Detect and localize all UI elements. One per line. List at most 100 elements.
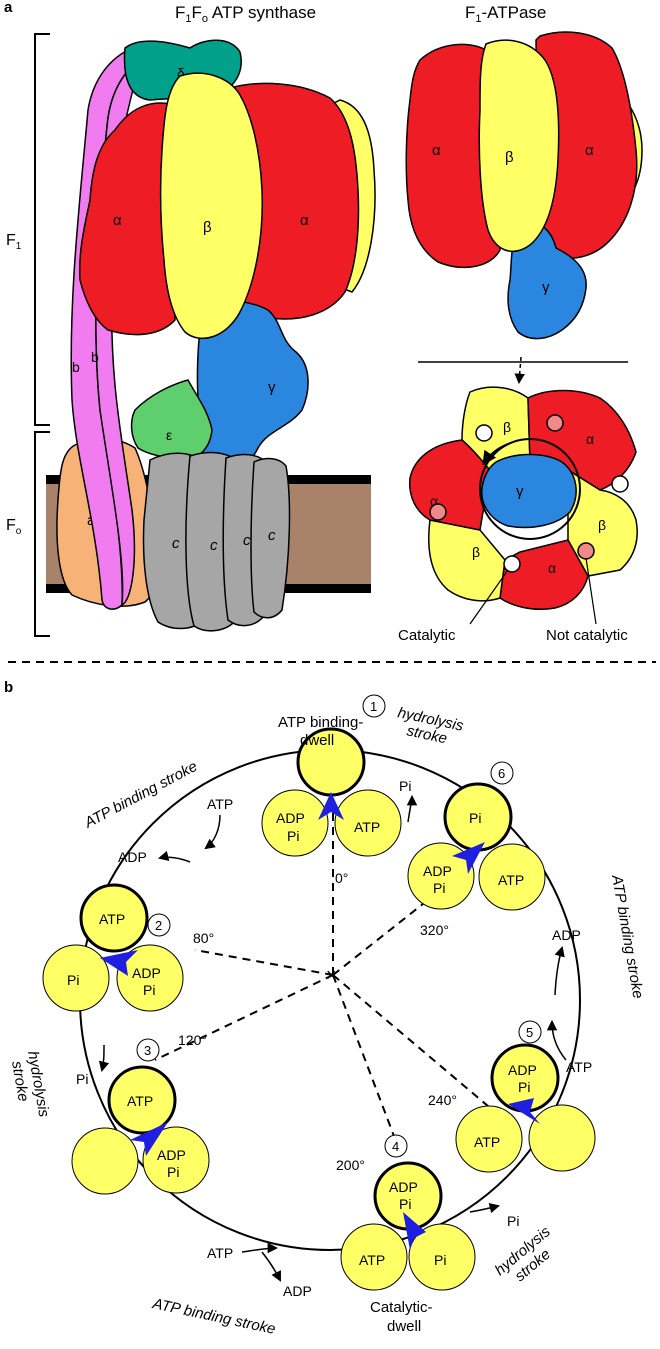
ray-200 — [332, 974, 401, 1153]
state-3-adp: ADP — [157, 1147, 186, 1163]
state-3-pi: Pi — [167, 1164, 179, 1180]
state-3: ATP ADP Pi — [71, 1065, 210, 1195]
atp-in-2: ATP — [207, 1245, 233, 1261]
state-4-atp: ATP — [359, 1252, 385, 1268]
title-f1fo-atp-synthase: F1Fo ATP synthase — [175, 3, 316, 25]
state-4-number-circle — [384, 1134, 408, 1158]
c-ring: c c c c — [142, 451, 291, 632]
f1-label-beta-front: β — [505, 149, 514, 166]
state-5-number-circle — [518, 1020, 542, 1044]
state-4-site-right — [408, 1223, 476, 1291]
ray-80 — [194, 949, 334, 976]
bottom-dwell-line-2: dwell — [387, 1318, 421, 1335]
callout-not-catalytic: Not catalytic — [546, 627, 628, 644]
state-5-gamma-arrow — [508, 1098, 540, 1124]
state-1-pi: Pi — [287, 828, 299, 844]
label-gamma: γ — [268, 379, 276, 396]
angle-120: 120° — [178, 1032, 207, 1048]
state-2-number: 2 — [155, 918, 162, 933]
topview-label-alpha-bottom: α — [548, 560, 556, 576]
state-3-atp-top: ATP — [127, 1093, 153, 1109]
state-3-site-right — [142, 1126, 210, 1194]
topview-label-gamma: γ — [516, 483, 524, 500]
adp-out-2-arrow — [261, 1251, 281, 1282]
f1-alpha-right — [535, 31, 638, 260]
topview-label-beta-right: β — [598, 517, 606, 533]
panel-a-label: a — [4, 0, 13, 16]
state-1-site-right — [334, 789, 402, 857]
site-noncatalytic-1 — [546, 414, 564, 432]
f1-gamma — [507, 220, 587, 340]
state-1: ADP Pi ATP — [261, 727, 402, 857]
state-1-adp: ADP — [276, 810, 305, 826]
adp-out-3: ADP — [552, 927, 581, 943]
angle-320: 320° — [420, 922, 449, 938]
top-dwell-line-1: ATP binding- — [278, 714, 363, 731]
atp-binding-stroke-2: ATP binding stroke — [150, 1295, 277, 1338]
site-noncatalytic-2 — [429, 503, 447, 521]
angle-80: 80° — [193, 930, 214, 946]
state-5-site-right — [528, 1104, 596, 1172]
pi-release-3: Pi — [76, 1071, 88, 1087]
pi-release-6: Pi — [399, 778, 411, 794]
state-2-site-left — [42, 944, 110, 1012]
subunit-alpha-left — [78, 102, 176, 336]
state-2-number-circle — [147, 913, 171, 937]
f1-beta-front — [478, 39, 560, 252]
label-b-outer: b — [72, 359, 80, 375]
topview-label-beta-bottom: β — [472, 544, 480, 560]
site-catalytic-3 — [503, 555, 521, 573]
atp-in-2-arrow — [241, 1242, 279, 1254]
atp-in-1-arrow — [204, 814, 221, 850]
top-dwell-line-2: dwell — [300, 732, 334, 749]
rotation-circle — [479, 438, 581, 540]
f1-label-gamma: γ — [542, 279, 550, 296]
rotation-arrow — [482, 443, 509, 466]
subunit-beta-front — [159, 72, 264, 340]
f1-bracket — [34, 33, 50, 426]
f1-view-arrow — [514, 356, 525, 385]
state-3-gamma-arrow — [130, 1122, 168, 1156]
angle-rays — [154, 795, 496, 1153]
state-1-number-circle — [362, 694, 386, 718]
state-6-adp: ADP — [423, 863, 452, 879]
state-5-number: 5 — [526, 1025, 533, 1040]
adp-out-1-arrow — [157, 850, 191, 863]
site-catalytic-2 — [611, 475, 629, 493]
state-5-atp: ATP — [474, 1134, 500, 1150]
label-delta: δ — [177, 65, 185, 81]
label-c-1: c — [172, 535, 180, 552]
f1-top-view: γ β α α β β α — [408, 386, 638, 625]
pi-release-3-arrow — [98, 1044, 110, 1073]
topview-alpha-bottom — [499, 539, 589, 610]
site-noncatalytic-3 — [577, 542, 595, 560]
state-1-atp: ATP — [354, 819, 380, 835]
atp-in-3: ATP — [566, 1059, 592, 1075]
state-4-gamma-arrow — [403, 1212, 426, 1250]
c-subunit-3 — [250, 457, 291, 619]
topview-label-alpha-left: α — [430, 493, 438, 509]
label-c-2: c — [210, 537, 218, 554]
topview-beta-bottom-left — [428, 519, 506, 602]
fo-bracket — [34, 431, 50, 637]
subunit-alpha-right — [228, 82, 360, 320]
state-6-pi-top: Pi — [469, 810, 481, 826]
angle-200: 200° — [336, 1157, 365, 1173]
pi-release-4-arrow — [469, 1202, 501, 1214]
label-c-4: c — [268, 527, 276, 544]
angle-240: 240° — [428, 1092, 457, 1108]
state-5-site-left — [455, 1105, 523, 1173]
state-2-gamma-arrow — [100, 950, 138, 976]
f1-label-alpha-left: α — [432, 142, 441, 159]
title-f1-atpase: F1-ATPase — [465, 3, 546, 25]
ray-120 — [154, 974, 334, 1061]
panel-b-label: b — [4, 679, 13, 696]
label-b-inner: b — [91, 349, 99, 365]
topview-alpha-left — [408, 439, 491, 531]
hydrolysis-stroke-2-line-2: stroke — [8, 1060, 32, 1103]
state-6-number-circle — [490, 761, 514, 785]
state-5-adp-top: ADP — [508, 1062, 537, 1078]
state-1-number: 1 — [370, 699, 377, 714]
state-6-atp: ATP — [498, 872, 524, 888]
state-2-site-right — [116, 944, 184, 1012]
